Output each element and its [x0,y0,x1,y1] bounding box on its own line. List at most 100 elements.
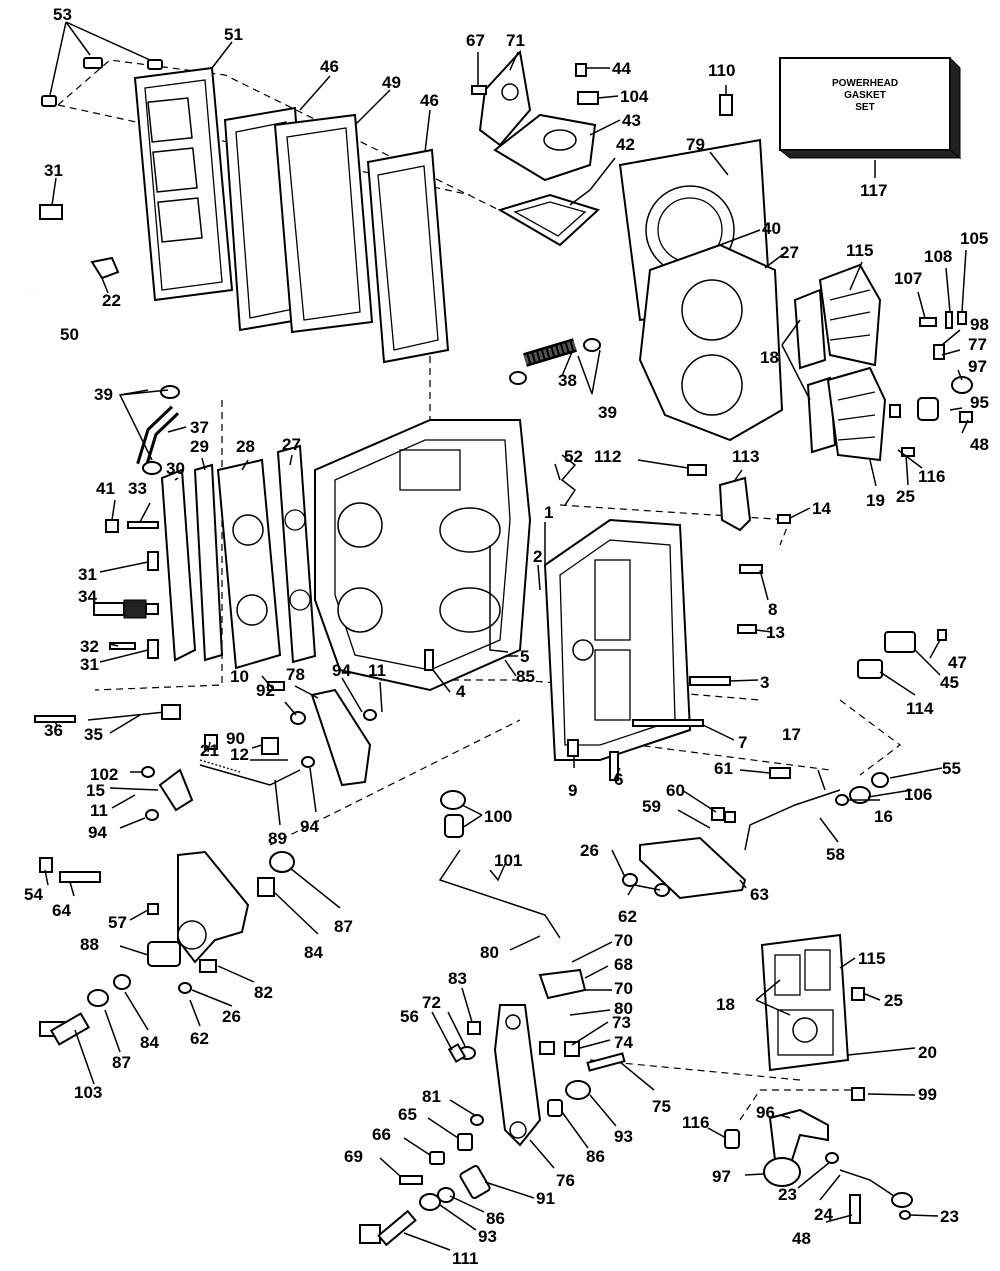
callout-84b: 84 [140,1033,159,1052]
callout-32: 32 [80,637,99,656]
callout-46a: 46 [320,57,339,76]
wire-85 [489,545,509,653]
bottom-right-parts [724,987,913,1224]
callout-95: 95 [970,393,989,412]
callout-67: 67 [466,31,485,50]
callout-117: 117 [860,181,887,200]
reed-gasket-18 [793,288,837,454]
callout-91: 91 [536,1189,555,1208]
callout-101: 101 [494,851,522,870]
callout-50: 50 [60,325,79,344]
hose-50-fitting-22 [31,256,120,292]
thermostat-housing-43 [493,113,597,182]
head-gasket-27 [638,243,784,442]
callout-59: 59 [642,797,661,816]
callout-97b: 97 [712,1167,731,1186]
callout-111: 111 [452,1249,479,1268]
callout-110: 110 [708,61,735,80]
callout-94c: 94 [300,817,319,836]
head-cover-30 [160,468,197,662]
callout-labels: 53 51 46 49 46 67 71 44 110 104 43 42 79… [24,5,989,1268]
callout-18a: 18 [760,348,779,367]
callout-113: 113 [732,447,759,466]
callout-1: 1 [544,503,553,522]
cam-82 [39,850,295,1046]
clip-31-top [39,204,63,220]
small-parts-right [889,311,973,457]
callout-81: 81 [422,1087,441,1106]
hose-38 [509,338,601,385]
callout-75: 75 [652,1097,671,1116]
callout-44: 44 [612,59,631,78]
callout-48b: 48 [792,1229,811,1248]
callout-14: 14 [812,499,831,518]
callout-62b: 62 [190,1029,209,1048]
callout-92: 92 [256,681,275,700]
head-gasket-27-left [276,444,317,664]
center-small-parts [359,968,626,1247]
clip-104 [577,91,599,105]
callout-11b: 11 [90,801,108,820]
callout-89: 89 [268,829,287,848]
callout-62a: 62 [618,907,637,926]
intake-manifold-20 [760,933,850,1072]
callout-97a: 97 [968,357,987,376]
callout-34: 34 [78,587,97,606]
reed-plate-115 [818,263,882,367]
callout-79: 79 [686,135,705,154]
callout-20: 20 [918,1043,937,1062]
callout-8: 8 [768,600,777,619]
callout-83: 83 [448,969,467,988]
rod-35-36 [34,704,181,723]
screw-44 [575,63,587,77]
callout-74: 74 [614,1033,633,1052]
callout-31c: 31 [80,655,99,674]
callout-26b: 26 [222,1007,241,1026]
callout-36: 36 [44,721,63,740]
parts-45-114 [857,629,947,679]
callout-112: 112 [594,447,621,466]
callout-96: 96 [756,1103,775,1122]
callout-116b: 116 [682,1113,709,1132]
callout-13: 13 [766,623,785,642]
lever-89 [199,759,301,786]
callout-71: 71 [506,31,525,50]
left-fasteners [105,519,159,659]
callout-76: 76 [556,1171,575,1190]
thermostat-cover-71 [478,49,532,147]
callout-41: 41 [96,479,115,498]
callout-116a: 116 [918,467,945,486]
callout-93a: 93 [614,1127,633,1146]
callout-115a: 115 [846,241,873,260]
callout-87a: 87 [334,917,353,936]
callout-6: 6 [614,770,623,789]
callout-12: 12 [230,745,249,764]
callout-23b: 23 [940,1207,959,1226]
callout-16: 16 [874,807,893,826]
callout-46b: 46 [420,91,439,110]
part-110 [719,94,733,116]
callout-73: 73 [612,1013,631,1032]
callout-80b: 80 [614,999,633,1018]
callout-60: 60 [666,781,685,800]
exhaust-cover-51 [133,66,234,302]
callout-24: 24 [814,1205,833,1224]
callout-19: 19 [866,491,885,510]
exhaust-plate-49 [273,113,374,334]
callout-70b: 70 [614,979,633,998]
callout-64: 64 [52,901,71,920]
callout-94b: 94 [88,823,107,842]
callout-27b: 27 [282,435,301,454]
small-left-parts [39,709,377,915]
callout-49: 49 [382,73,401,92]
gasket-set-line3: SET [855,102,874,113]
bracket-113 [718,476,752,532]
callout-22: 22 [102,291,121,310]
callout-9: 9 [568,781,577,800]
callout-39a: 39 [94,385,113,404]
cylinder-head-28 [216,458,282,670]
callout-65: 65 [398,1105,417,1124]
callout-31b: 31 [78,565,97,584]
cylinder-block [314,419,532,692]
